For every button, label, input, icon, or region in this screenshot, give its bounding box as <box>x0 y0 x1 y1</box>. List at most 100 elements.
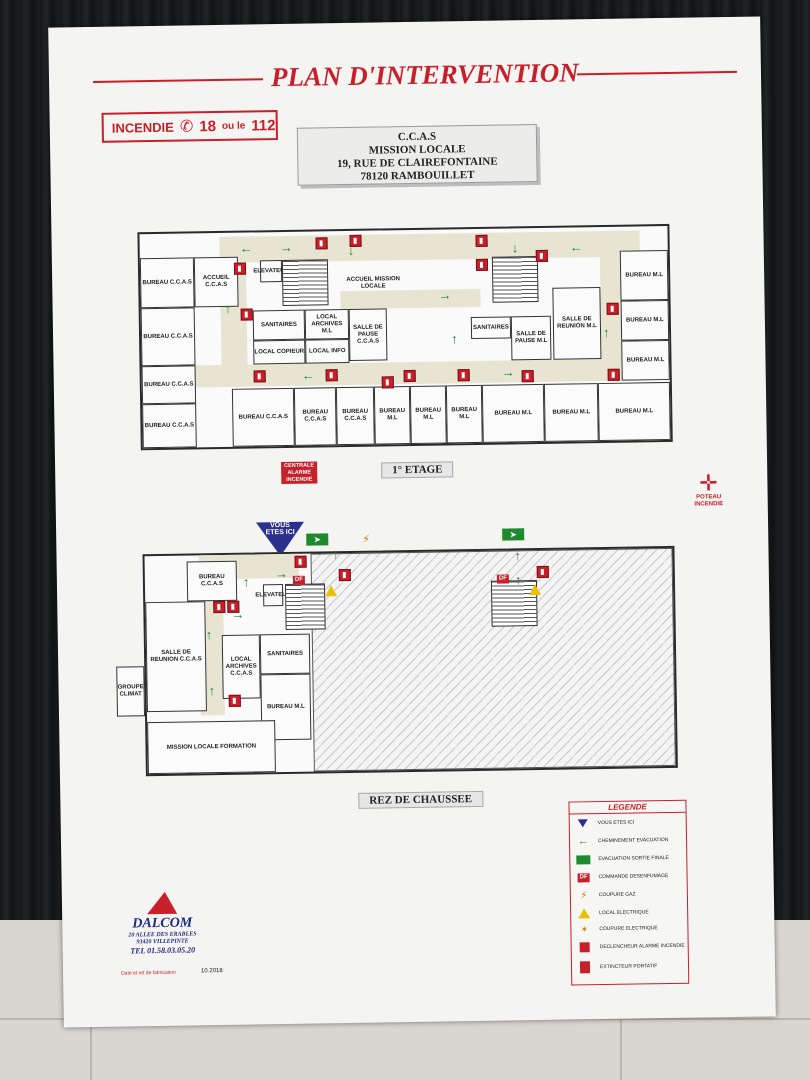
legend-item: ← CHEMINEMENT EVACUATION <box>576 833 669 848</box>
evacuation-arrow-icon: ← <box>239 240 253 256</box>
fire-extinguisher-icon <box>349 234 362 247</box>
room: BUREAU M.L <box>597 381 671 442</box>
room: BUREAU M.L <box>409 385 447 445</box>
evacuation-arrow-icon: ← <box>569 239 583 255</box>
legend-item-label: CHEMINEMENT EVACUATION <box>597 837 669 845</box>
room: BUREAU C.C.A.S <box>293 387 337 446</box>
fire-alarm-center-label: CENTRALE ALARME INCENDIE <box>281 461 318 485</box>
power-cutoff-icon: ✶ <box>580 923 589 934</box>
upper-floor-plan: BUREAU C.C.A.S ACCUEIL C.C.A.S ELEVATEUR… <box>137 223 673 451</box>
room: LOCAL ARCHIVES C.C.A.S <box>221 634 261 699</box>
fabrication-date: 10.2018 <box>200 968 223 975</box>
legend-item: EVACUATION SORTIE FINALE <box>576 851 669 866</box>
upper-floor-label: 1° ETAGE <box>381 461 454 479</box>
room: SANITAIRES <box>470 316 512 340</box>
title-rule-left <box>93 78 264 83</box>
final-exit-icon: ➤ <box>502 528 525 541</box>
fabrication-label: Date et ref de fabrication <box>121 969 176 977</box>
fire-extinguisher-icon <box>606 302 619 315</box>
fire-hydrant-label: POTEAU INCENDIE <box>694 494 724 508</box>
plan-title: PLAN D'INTERVENTION <box>270 57 579 93</box>
you-are-here-label: VOUS ETES ICI <box>265 521 295 537</box>
smoke-control-icon: DF <box>292 575 305 585</box>
legend-item-label: LOCAL ELECTRIQUE <box>599 909 649 917</box>
fire-hydrant-icon: ✛ <box>699 470 718 496</box>
fire-number-2: 112 <box>251 116 276 134</box>
legend-item-label: COUPURE GAZ <box>598 891 636 899</box>
fire-extinguisher-icon <box>315 237 328 250</box>
company-block: DALCOM 20 ALLEE DES ERABLES 93420 VILLEP… <box>102 891 223 956</box>
staircase <box>284 583 326 630</box>
room: SALLE DE REUNION M.L <box>552 287 602 360</box>
legend-item-label: COUPURE ELECTRIQUE <box>599 925 658 933</box>
fire-extinguisher-icon <box>536 565 549 579</box>
fire-or: ou le <box>221 120 246 132</box>
final-exit-icon <box>576 854 591 864</box>
evacuation-plan-poster: PLAN D'INTERVENTION INCENDIE ✆ 18 ou le … <box>48 16 776 1028</box>
fire-extinguisher-icon <box>294 555 307 568</box>
legend-item: DF COMMANDE DESENFUMAGE <box>576 869 668 884</box>
room: ACCUEIL C.C.A.S <box>193 256 239 308</box>
room: MISSION LOCALE FORMATION <box>147 720 276 775</box>
room: ELEVATEUR <box>255 584 291 607</box>
legend-panel: LEGENDE VOUS ETES ICI ← CHEMINEMENT EVAC… <box>568 799 690 986</box>
room: BUREAU C.C.A.S <box>335 386 375 446</box>
dalcom-logo-icon <box>146 891 178 915</box>
tile-grout <box>620 1020 622 1080</box>
gas-cutoff-icon: ⚡ <box>362 533 371 546</box>
tile-grout <box>90 1020 92 1080</box>
evacuation-arrow-icon: → <box>274 565 288 582</box>
title-rule-right <box>576 70 737 76</box>
legend-item: DECLENCHEUR ALARME INCENDIE <box>578 939 685 955</box>
room: SALLE DE PAUSE C.C.A.S <box>348 308 388 361</box>
fire-extinguisher-icon <box>535 249 548 263</box>
room: SALLE DE REUNION C.C.A.S <box>145 601 207 713</box>
fire-extinguisher-icon <box>228 694 241 707</box>
fire-extinguisher-icon <box>381 376 394 389</box>
fire-extinguisher-icon <box>521 370 534 383</box>
legend-item: ✶ COUPURE ELECTRIQUE <box>577 921 658 936</box>
evacuation-arrow-icon: ↑ <box>205 627 213 643</box>
legend-item: ⚡ COUPURE GAZ <box>577 888 636 903</box>
legend-item-label: EXTINCTEUR PORTATIF <box>599 963 658 971</box>
room: LOCAL COPIEUR <box>253 339 306 365</box>
fire-number: 18 <box>199 117 217 135</box>
fire-extinguisher-icon <box>233 262 247 275</box>
room: BUREAU M.L <box>373 386 411 445</box>
staircase <box>491 255 539 303</box>
room: SANITAIRES <box>259 633 311 675</box>
company-phone: TEL 01.58.03.05.20 <box>130 945 196 956</box>
fire-extinguisher-icon <box>475 258 489 271</box>
electrical-room-icon <box>577 908 591 919</box>
electrical-room-icon <box>324 585 338 597</box>
room: BUREAU C.C.A.S <box>186 560 238 602</box>
evacuation-arrow-icon: ↑ <box>451 331 458 347</box>
legend-item: LOCAL ELECTRIQUE <box>577 905 649 920</box>
legend-item: VOUS ETES ICI <box>576 816 635 831</box>
room: ELEVATEUR <box>253 260 289 283</box>
fire-extinguisher-icon <box>240 308 253 321</box>
staircase <box>281 259 329 307</box>
gas-cutoff-icon: ⚡ <box>580 889 588 901</box>
ground-floor-plan: BUREAU C.C.A.S ELEVATEUR SALLE DE REUNIO… <box>116 534 678 777</box>
evacuation-arrow-icon: ↓ <box>511 240 519 256</box>
fire-extinguisher-icon <box>607 368 620 381</box>
fire-extinguisher-icon <box>325 369 338 382</box>
evacuation-arrow-icon: ↑ <box>514 548 522 564</box>
room: SANITAIRES <box>252 309 306 341</box>
evacuation-arrow-icon: ← <box>301 367 315 383</box>
fire-emergency-box: INCENDIE ✆ 18 ou le 112 <box>101 110 278 143</box>
room: BUREAU C.C.A.S <box>141 365 197 405</box>
room: BUREAU C.C.A.S <box>140 307 196 367</box>
legend-title: LEGENDE <box>569 800 686 815</box>
room: BUREAU M.L <box>620 299 670 341</box>
room: BUREAU C.C.A.S <box>231 387 295 447</box>
room: BUREAU M.L <box>543 383 599 442</box>
fire-extinguisher-icon <box>213 600 226 614</box>
legend-item-label: EVACUATION SORTIE FINALE <box>598 855 669 863</box>
fire-extinguisher-icon <box>475 234 488 247</box>
company-name: DALCOM <box>132 915 193 932</box>
evacuation-arrow-icon: ↑ <box>208 683 216 699</box>
evacuation-arrow-icon: → <box>501 364 515 380</box>
address-line: 78120 RAMBOUILLET <box>360 168 475 183</box>
